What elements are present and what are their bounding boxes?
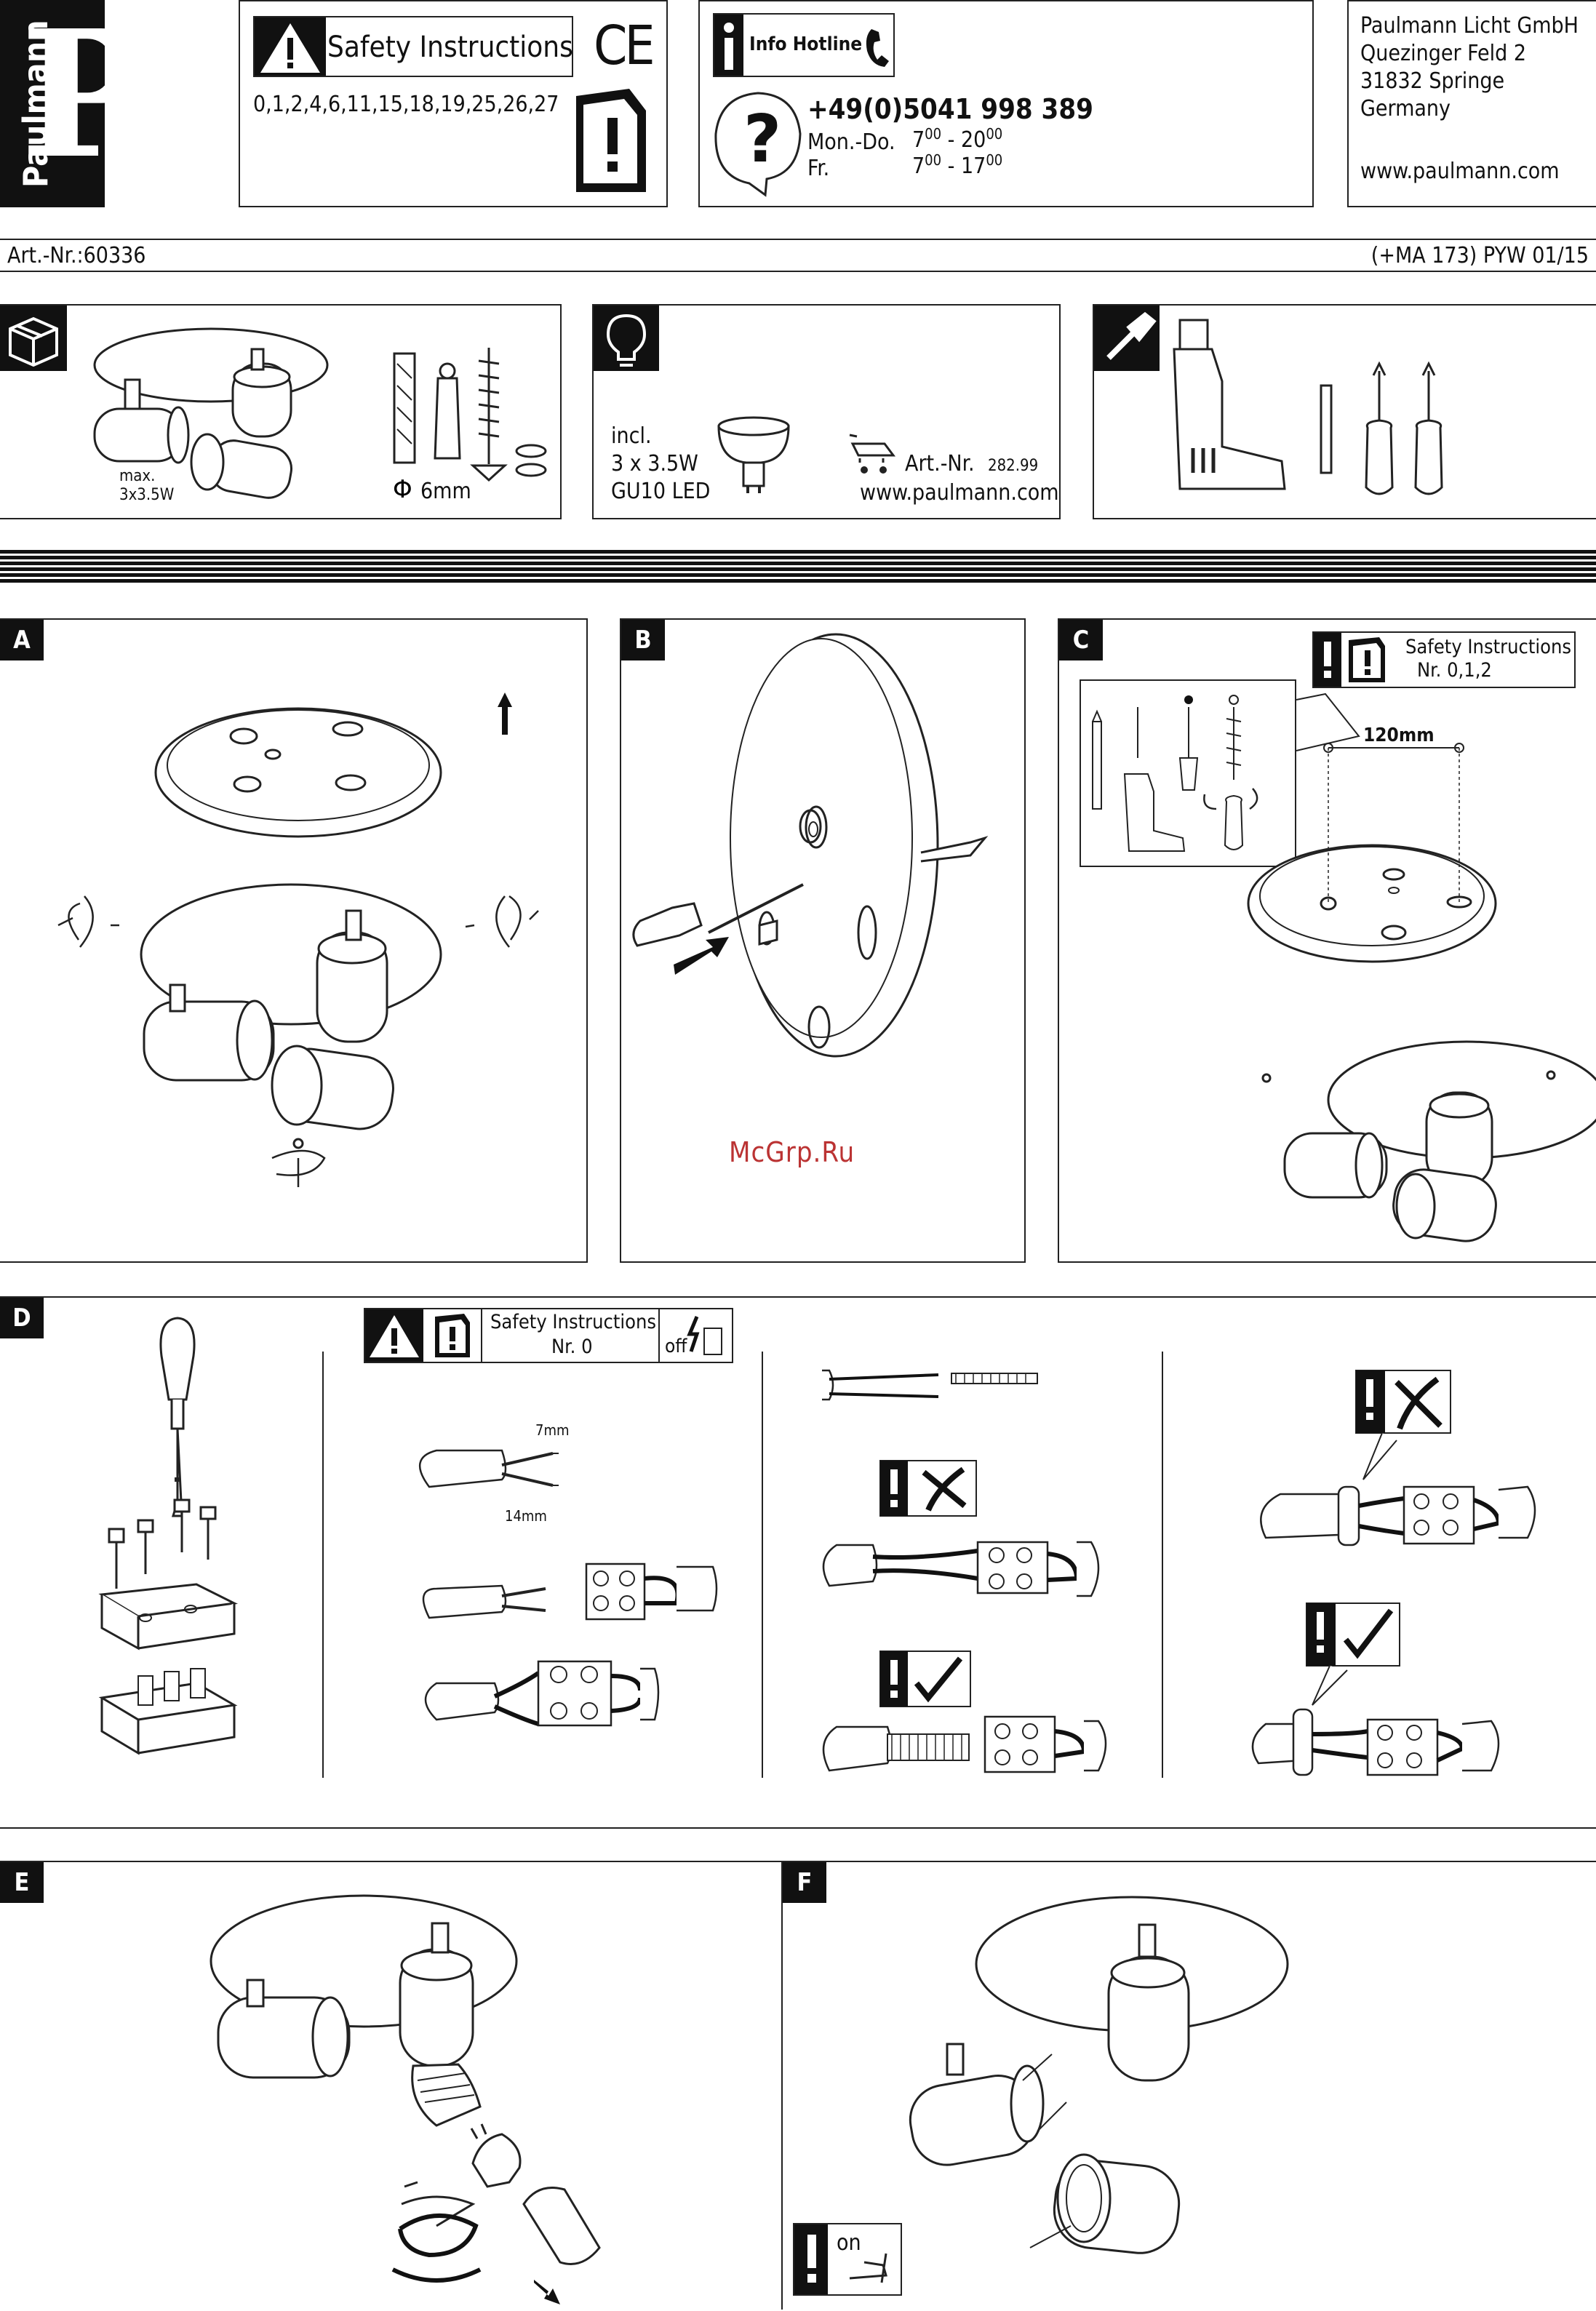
step-a-panel: A — [0, 618, 588, 1263]
step-c-label: C — [1059, 620, 1103, 660]
step-b-drawing — [632, 633, 989, 1058]
company-street: Quezinger Feld 2 — [1360, 41, 1527, 66]
hotline-time2: 700 - 1700 — [912, 151, 1003, 179]
step-c-safety-nr: Nr. 0,1,2 — [1417, 659, 1492, 682]
step-e-panel: E — [0, 1861, 789, 2310]
logo-name: Paulmann — [16, 20, 55, 188]
company-country: Germany — [1360, 96, 1451, 121]
step-d-drawing — [98, 1317, 1536, 1778]
step-d-safety-title: Safety Instructions — [490, 1311, 657, 1333]
step-d-label: D — [0, 1298, 44, 1338]
step-c-panel: C Safety Instructions Nr. 0,1,2 — [1058, 618, 1596, 1263]
bulb-icon — [594, 306, 895, 493]
safety-title: Safety Instructions — [327, 31, 573, 64]
hotline-header: Info Hotline — [713, 13, 895, 77]
step-a-drawing — [57, 692, 539, 1187]
divider-stripe — [0, 550, 1596, 585]
strip-length-14mm: 14mm — [505, 1507, 547, 1525]
step-d-off: off — [665, 1336, 687, 1357]
ce-mark: CE — [594, 15, 655, 77]
bulb-qty: 3 x 3.5W — [611, 451, 698, 476]
step-c-safety-title: Safety Instructions — [1405, 636, 1572, 658]
step-c-safety-box: Safety Instructions Nr. 0,1,2 — [1312, 631, 1576, 688]
article-bar: Art.-Nr.:60336 (+MA 173) PYW 01/15 — [0, 239, 1596, 272]
brand-logo: P Paulmann — [0, 0, 151, 207]
svg-text:?: ? — [743, 101, 781, 177]
bulb-panel: incl. 3 x 3.5W GU10 LED Art.-Nr. 282.99 … — [592, 304, 1061, 519]
company-web[interactable]: www.paulmann.com — [1360, 159, 1560, 184]
step-d-safety-nr: Nr. 0 — [551, 1336, 593, 1358]
tools-panel — [1093, 304, 1596, 519]
step-b-label: B — [621, 620, 665, 660]
bulb-web[interactable]: www.paulmann.com — [860, 480, 1059, 506]
safety-panel: Safety Instructions CE 0,1,2,4,6,11,15,1… — [239, 0, 668, 207]
step-f-panel: F on — [781, 1861, 1596, 2310]
step-e-label: E — [0, 1862, 44, 1903]
step-c-drawing — [1092, 692, 1596, 1242]
hotline-phone: +49(0)5041 998 389 — [807, 93, 1093, 125]
tools-icon — [1094, 306, 1443, 495]
company-name: Paulmann Licht GmbH — [1360, 13, 1579, 39]
contents-panel: Φ max. 3x3.5W 6mm — [0, 304, 562, 519]
logo-letter: P — [20, 0, 152, 197]
drill-size: 6mm — [420, 479, 471, 504]
article-number: Art.-Nr.:60336 — [7, 243, 146, 268]
step-d-panel: D Safety Instructions Nr. 0 off — [0, 1296, 1596, 1829]
step-e-drawing — [210, 1894, 601, 2304]
step-f-drawing — [909, 1896, 1289, 2254]
hotline-day1: Mon.-Do. — [807, 129, 895, 155]
step-a-label: A — [0, 620, 44, 660]
address-panel: Paulmann Licht GmbH Quezinger Feld 2 318… — [1347, 0, 1596, 207]
step-b-panel: B — [620, 618, 1026, 1263]
strip-length-7mm: 7mm — [535, 1421, 570, 1439]
hotline-time1: 700 - 2000 — [912, 125, 1003, 153]
step-f-label: F — [783, 1862, 826, 1903]
step-d-safety-box: Safety Instructions Nr. 0 off — [364, 1308, 733, 1363]
hotline-panel: Info Hotline ? +49(0)5041 998 389 Mon.-D… — [698, 0, 1314, 207]
power-on-label: on — [837, 2230, 861, 2256]
step-c-distance: 120mm — [1363, 725, 1435, 746]
max-label: max. — [119, 467, 156, 485]
hotline-label: Info Hotline — [749, 33, 863, 55]
safety-numbers: 0,1,2,4,6,11,15,18,19,25,26,27 — [253, 92, 559, 117]
svg-text:Φ: Φ — [393, 475, 412, 504]
bulb-art-number: 282.99 — [988, 457, 1039, 475]
safety-header: Safety Instructions — [253, 16, 573, 77]
article-code: (+MA 173) PYW 01/15 — [1370, 243, 1589, 268]
bulb-type: GU10 LED — [611, 479, 711, 504]
bulb-art-prefix: Art.-Nr. — [905, 451, 975, 476]
question-bubble-icon: ? — [714, 92, 802, 197]
hotline-day2: Fr. — [807, 156, 830, 181]
watermark: McGrp.Ru — [729, 1136, 855, 1168]
company-city: 31832 Springe — [1360, 68, 1505, 94]
max-watt: 3x3.5W — [119, 486, 175, 504]
document-warning-icon — [576, 89, 646, 192]
package-icon: Φ — [0, 306, 547, 504]
bulb-incl: incl. — [611, 423, 652, 449]
step-c-tools-inset — [1080, 679, 1296, 867]
power-on-badge: on — [793, 2223, 902, 2296]
